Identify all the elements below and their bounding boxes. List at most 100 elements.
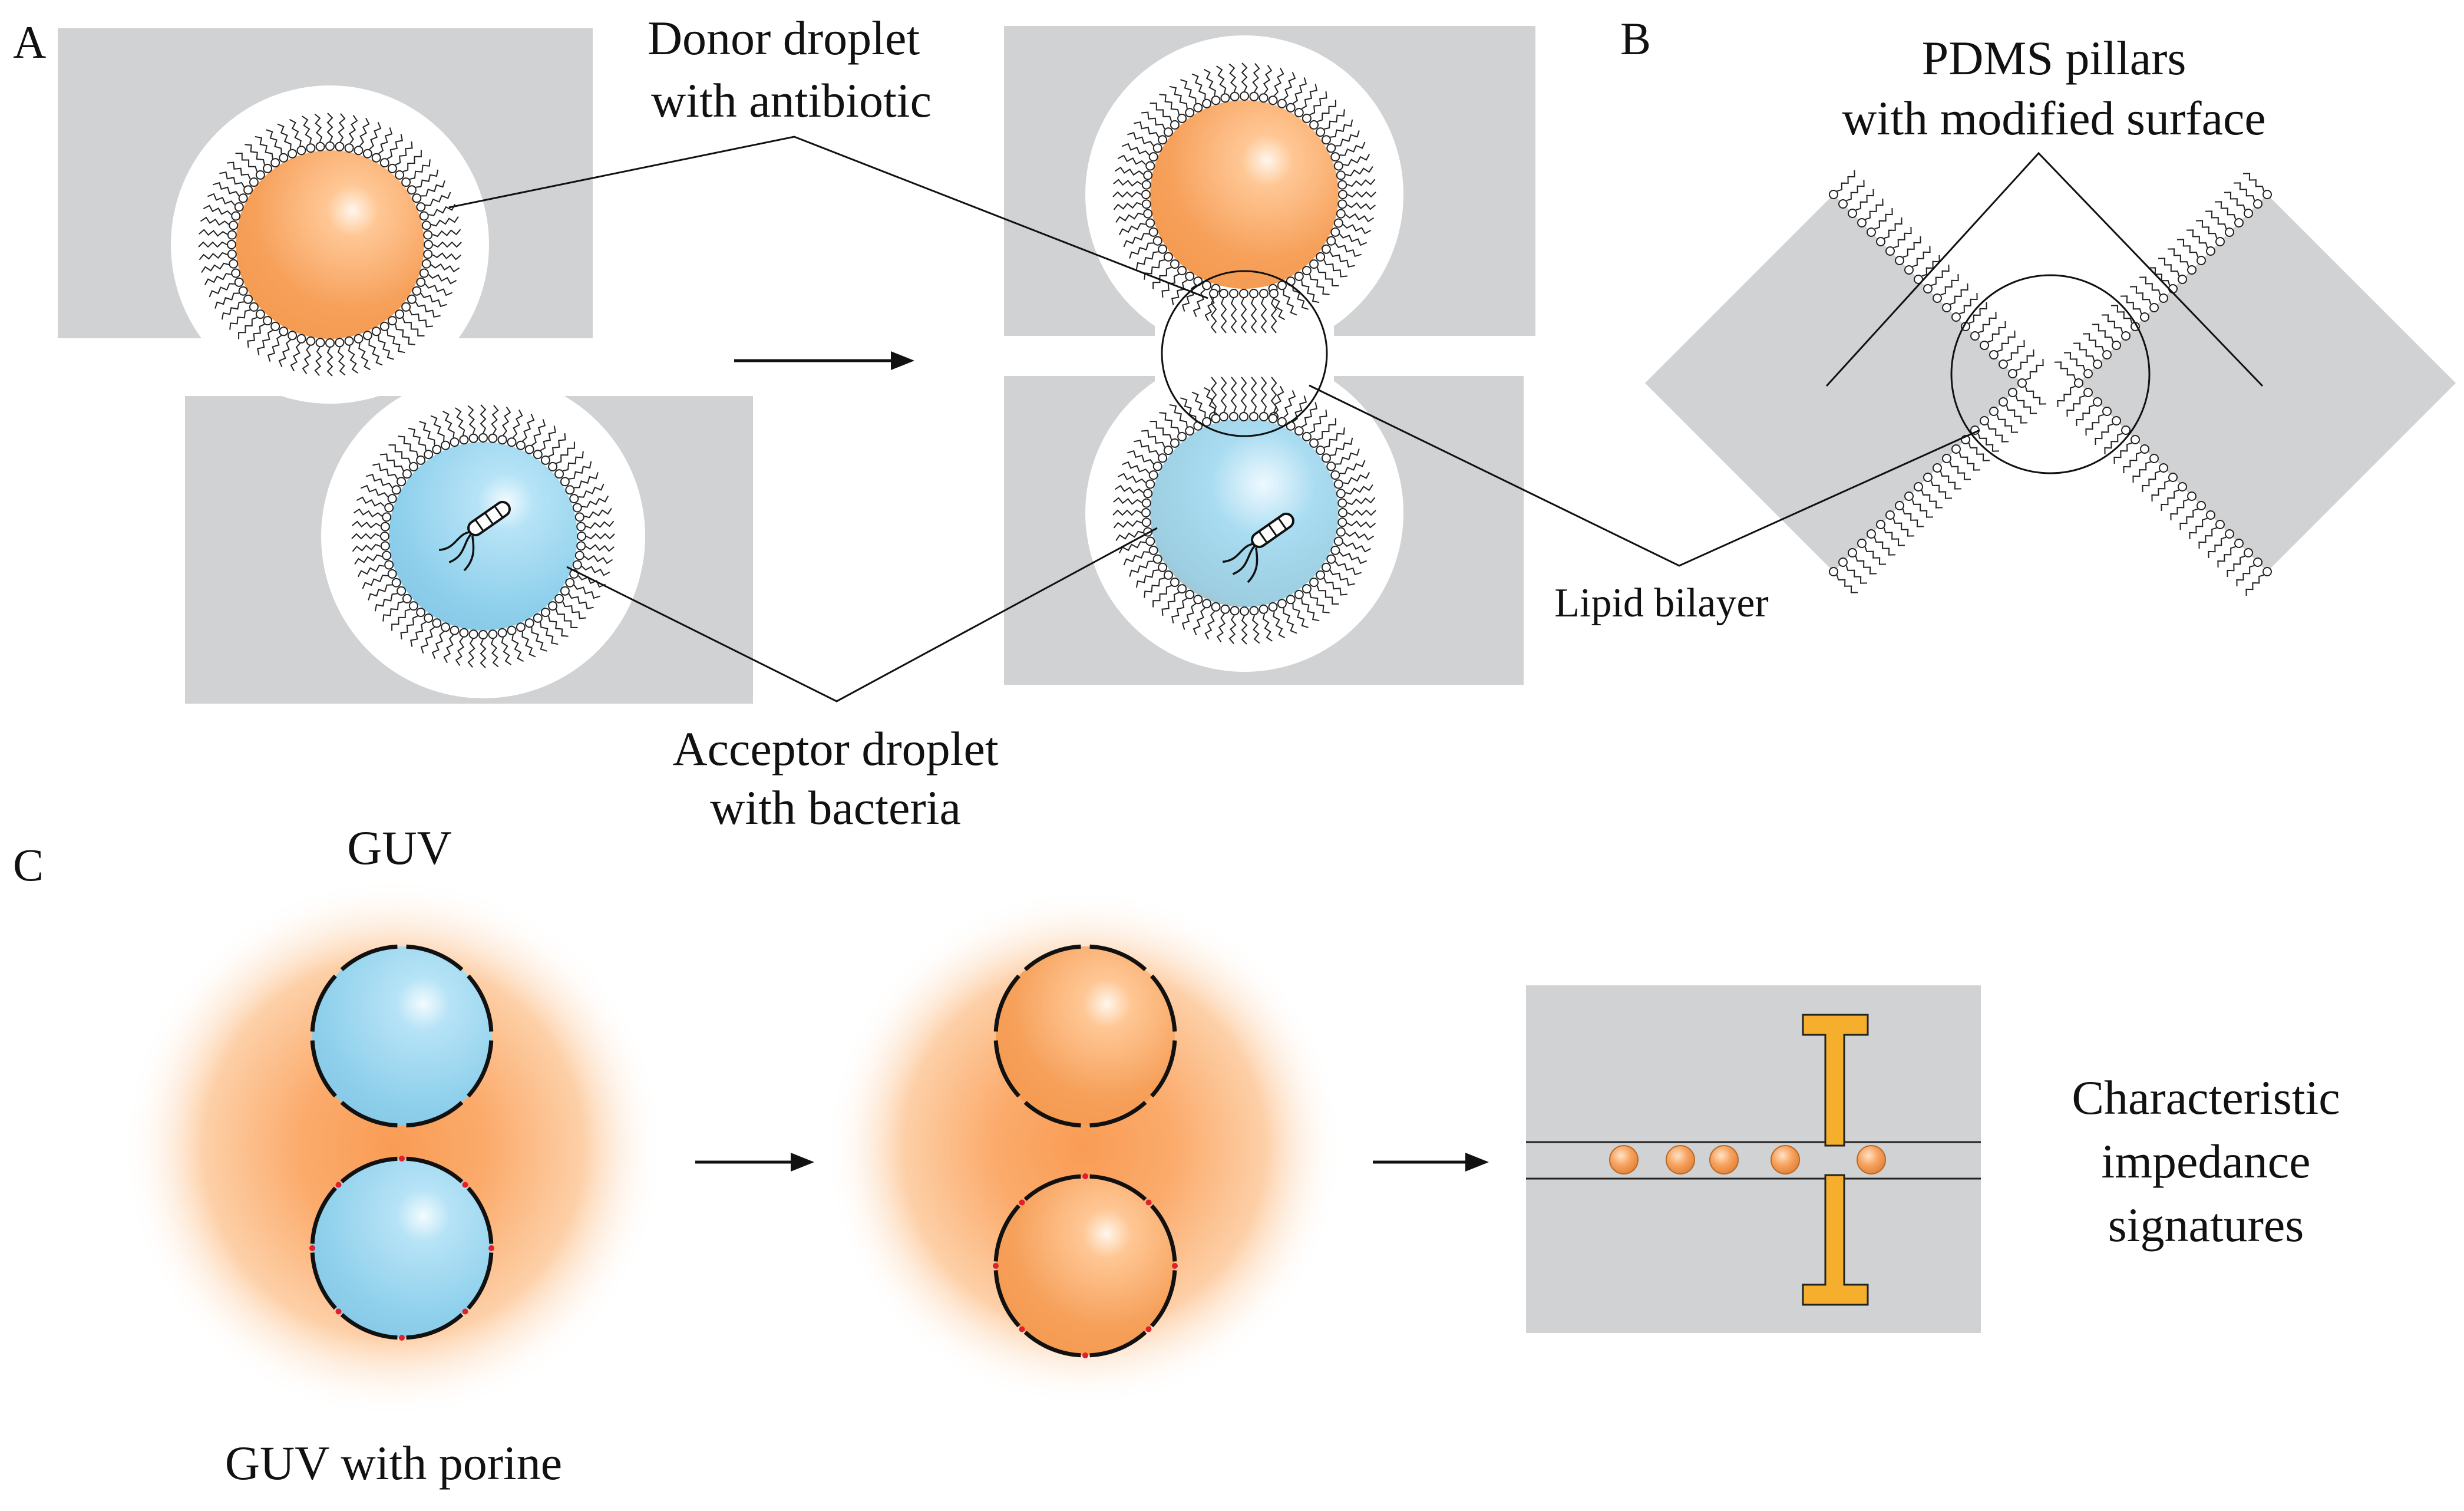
porine-pore <box>335 1308 342 1315</box>
guv-membrane-porine-left <box>309 1156 494 1341</box>
lipid-tail <box>1191 73 1206 100</box>
lipid-head <box>1145 536 1155 546</box>
lipid-head <box>516 440 526 450</box>
lipid-tail <box>326 347 333 377</box>
lipid-head <box>1980 416 1989 425</box>
membrane-segment <box>1023 1174 1081 1201</box>
lipid-tail <box>1968 443 1990 461</box>
lipid-head <box>401 177 411 187</box>
lipid-tail <box>1330 119 1353 138</box>
lipid-head <box>1148 152 1158 162</box>
lipid-tail <box>2198 527 2217 549</box>
lipid-tail <box>1324 109 1345 130</box>
lipid-head <box>1294 426 1304 436</box>
lipid-tail <box>1940 471 1962 490</box>
lipid-tail <box>2245 574 2264 596</box>
lipid-tail <box>2006 339 2025 362</box>
lipid-tail <box>1171 598 1188 623</box>
porine-pore <box>1082 1352 1088 1358</box>
membrane-segment <box>1089 1331 1147 1358</box>
lipid-tail <box>1316 267 1339 286</box>
lipid-tail <box>420 626 435 654</box>
lipid-head <box>1286 595 1296 605</box>
lipid-head <box>306 336 316 346</box>
lipid-tail <box>1316 585 1339 605</box>
lipid-head <box>468 433 478 443</box>
lipid-tail <box>1345 213 1375 223</box>
lipid-head <box>1337 517 1347 527</box>
lipid-tail <box>1274 385 1284 415</box>
membrane-segment <box>310 974 337 1032</box>
membrane-segment <box>1150 1270 1177 1328</box>
lipid-tail <box>1903 236 1921 258</box>
lipid-tail <box>480 639 487 668</box>
lipid-tail <box>199 252 228 260</box>
lipid-tail <box>221 301 245 320</box>
lipid-head <box>468 629 478 639</box>
lipid-head <box>344 336 354 346</box>
lipid-tail <box>540 425 556 451</box>
lipid-monolayer-donor-left <box>198 113 462 377</box>
lipid-head <box>1294 271 1304 281</box>
lipid-head <box>1876 237 1885 246</box>
lipid-tail <box>1113 179 1142 187</box>
lipid-tail <box>1220 377 1227 413</box>
lipid-head <box>1145 161 1155 171</box>
lipid-head <box>1211 602 1221 612</box>
lipid-head <box>227 240 236 249</box>
lipid-tail <box>421 180 445 197</box>
lipid-tail <box>1240 297 1247 334</box>
lipid-tail <box>1141 111 1165 130</box>
lipid-head <box>1302 584 1312 594</box>
lipid-tail <box>2158 258 2180 276</box>
label-donor-line2: with antibiotic <box>651 74 932 127</box>
lipid-tail <box>1837 170 1855 192</box>
lipid-tail <box>428 203 456 216</box>
lipid-head <box>1211 414 1221 424</box>
lipid-head <box>335 141 345 151</box>
porine-pore <box>1082 1173 1088 1179</box>
lipid-head <box>1158 135 1168 145</box>
lipid-head <box>1321 453 1331 463</box>
lipid-head <box>424 613 434 623</box>
lipid-tail <box>2016 349 2034 371</box>
lipid-head <box>270 321 280 331</box>
lipid-tail <box>1309 91 1327 116</box>
lipid-head <box>255 170 265 180</box>
membrane-segment <box>1089 1101 1147 1128</box>
membrane-segment <box>1150 1040 1177 1098</box>
lipid-head <box>1148 470 1158 480</box>
lipid-head <box>325 338 335 348</box>
lipid-tail <box>213 182 240 197</box>
lipid-tail <box>1977 433 2000 452</box>
lipid-head <box>1219 289 1228 298</box>
lipid-tail <box>1230 377 1237 413</box>
lipid-tail <box>1273 611 1286 639</box>
label-donor-line1: Donor droplet <box>648 11 920 65</box>
membrane-segment <box>406 1101 464 1128</box>
lipid-head <box>382 512 392 522</box>
lipid-head <box>1316 127 1326 137</box>
lipid-tail <box>1301 598 1320 622</box>
lipid-head <box>1970 331 1980 341</box>
lipid-head <box>2131 435 2140 444</box>
lipid-tail <box>442 410 455 438</box>
lipid-head <box>2262 567 2272 576</box>
lipid-tail <box>1324 427 1345 448</box>
lipid-head <box>524 618 534 628</box>
lipid-tail <box>2110 305 2133 324</box>
lipid-tail <box>1301 402 1317 428</box>
lipid-tail <box>569 461 592 480</box>
lipid-tail <box>1335 130 1360 147</box>
lipid-head <box>1333 218 1343 228</box>
antibiotic-halo-left <box>123 877 665 1419</box>
lipid-head <box>387 494 397 504</box>
lipid-head <box>2121 425 2131 435</box>
lipid-head <box>533 613 543 623</box>
lipid-head <box>1848 548 1857 557</box>
lipid-head <box>1867 227 1876 237</box>
lipid-tail <box>555 609 578 628</box>
lipid-tail <box>1846 179 1865 202</box>
lipid-tail <box>1135 251 1159 270</box>
lipid-monolayer-donor-right <box>1112 62 1376 421</box>
